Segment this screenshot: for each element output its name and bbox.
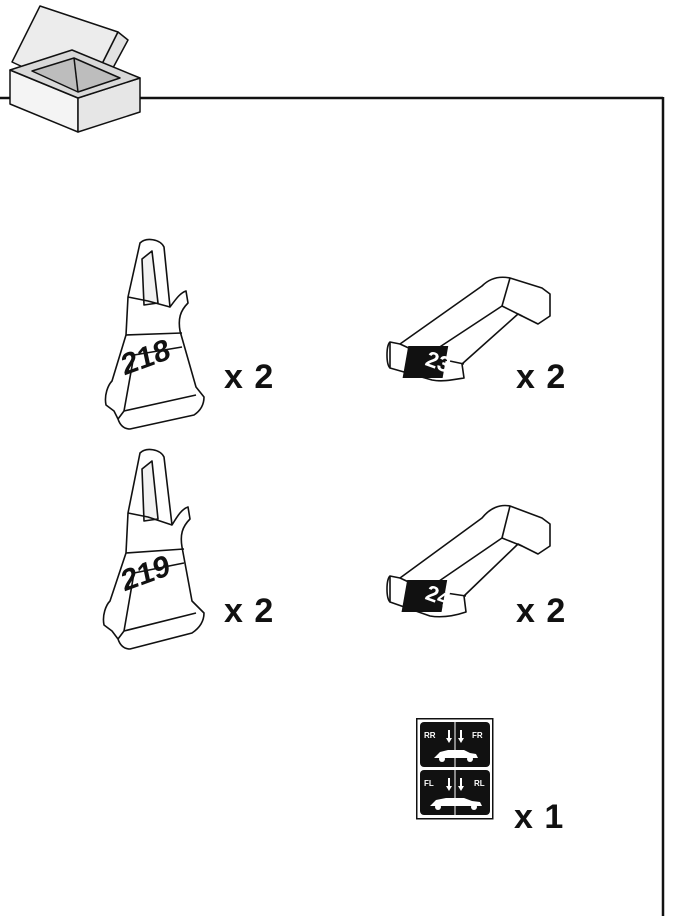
position-sticker-quantity: x 1	[514, 798, 565, 836]
sticker-label-top-left: RR	[424, 731, 436, 740]
foot-219-part: 219	[102, 448, 205, 650]
foot-218-part: 218	[104, 238, 205, 430]
position-sticker-part: RR FR FL RL	[416, 718, 494, 820]
pad-23-quantity: x 2	[516, 358, 567, 396]
foot-218-quantity: x 2	[224, 358, 275, 396]
foot-219-quantity: x 2	[224, 592, 275, 630]
pad-24-quantity: x 2	[516, 592, 567, 630]
pad-24-part: 24	[386, 504, 551, 618]
open-box-icon	[9, 5, 141, 133]
sticker-label-bottom-right: RL	[474, 779, 485, 788]
pad-23-part: 23	[386, 276, 551, 382]
sticker-label-top-right: FR	[472, 731, 483, 740]
sticker-label-bottom-left: FL	[424, 779, 434, 788]
